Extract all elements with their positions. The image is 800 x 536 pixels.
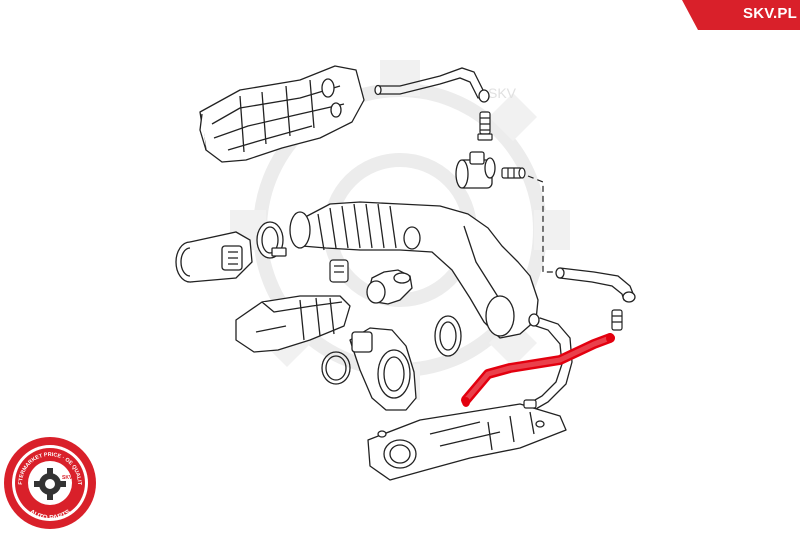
intake-manifold-top bbox=[199, 65, 365, 163]
top-breather-hose bbox=[374, 67, 490, 103]
svg-text:AFTERMARKET PRICE · OE QUALITY: AFTERMARKET PRICE · OE QUALITY bbox=[0, 0, 82, 486]
hose-clamp-left bbox=[256, 221, 287, 259]
t-piece-connector bbox=[455, 151, 496, 189]
throttle-body bbox=[349, 327, 417, 411]
mass-air-flow-sensor bbox=[175, 231, 253, 283]
skv-auto-parts-badge: AFTERMARKET PRICE · OE QUALITY AUTO PART… bbox=[0, 0, 98, 531]
air-filter-housing bbox=[235, 295, 351, 353]
small-sensor bbox=[329, 259, 349, 283]
intake-elbow bbox=[366, 269, 413, 305]
dashed-guide-line bbox=[527, 175, 556, 273]
highlighted-breather-hose[interactable] bbox=[461, 333, 615, 407]
site-label[interactable]: SKV.PL bbox=[742, 5, 797, 22]
gear-icon bbox=[34, 468, 66, 500]
hose-clamp-middle bbox=[434, 315, 462, 357]
o-ring-seal bbox=[321, 351, 351, 385]
cylinder-head-cover bbox=[367, 403, 567, 481]
site-banner[interactable]: SKV.PL bbox=[682, 0, 800, 30]
watermark-text: SKV bbox=[488, 85, 517, 101]
small-fitting-lower-right bbox=[611, 309, 623, 331]
air-intake-pipe bbox=[289, 201, 539, 339]
banner-shape bbox=[682, 0, 800, 30]
small-fitting-right bbox=[501, 167, 526, 179]
svg-text:SKV: SKV bbox=[62, 475, 73, 481]
right-vent-hose bbox=[555, 267, 636, 303]
small-bolt bbox=[523, 399, 537, 409]
connector-fitting-top bbox=[477, 111, 493, 141]
